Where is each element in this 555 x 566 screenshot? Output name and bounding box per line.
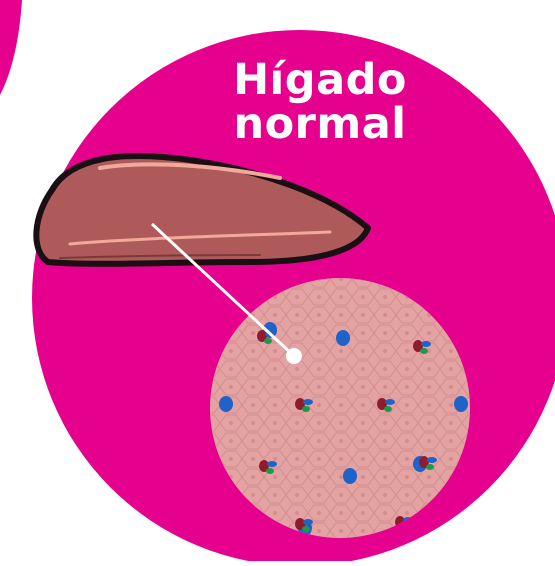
cell-blue-small [267, 461, 277, 467]
background-arc [0, 0, 22, 95]
cell-blue-small [303, 399, 313, 405]
cell-blue [219, 396, 233, 412]
cell-green [420, 348, 428, 354]
cell-blue-small [427, 457, 437, 463]
title-line-2: normal [205, 102, 435, 146]
cell-green [302, 406, 310, 412]
cell-blue-small [385, 399, 395, 405]
cell-blue [343, 468, 357, 484]
cell-blue-small [303, 519, 313, 525]
cell-blue [454, 396, 468, 412]
title-line-1: Hígado [205, 58, 435, 102]
cell-green [302, 526, 310, 532]
cell-green [266, 468, 274, 474]
cell-green [264, 338, 272, 344]
cell-green [384, 406, 392, 412]
title: Hígado normal [205, 58, 435, 146]
cell-blue-small [421, 341, 431, 347]
cell-blue [336, 330, 350, 346]
cell-green [426, 464, 434, 470]
